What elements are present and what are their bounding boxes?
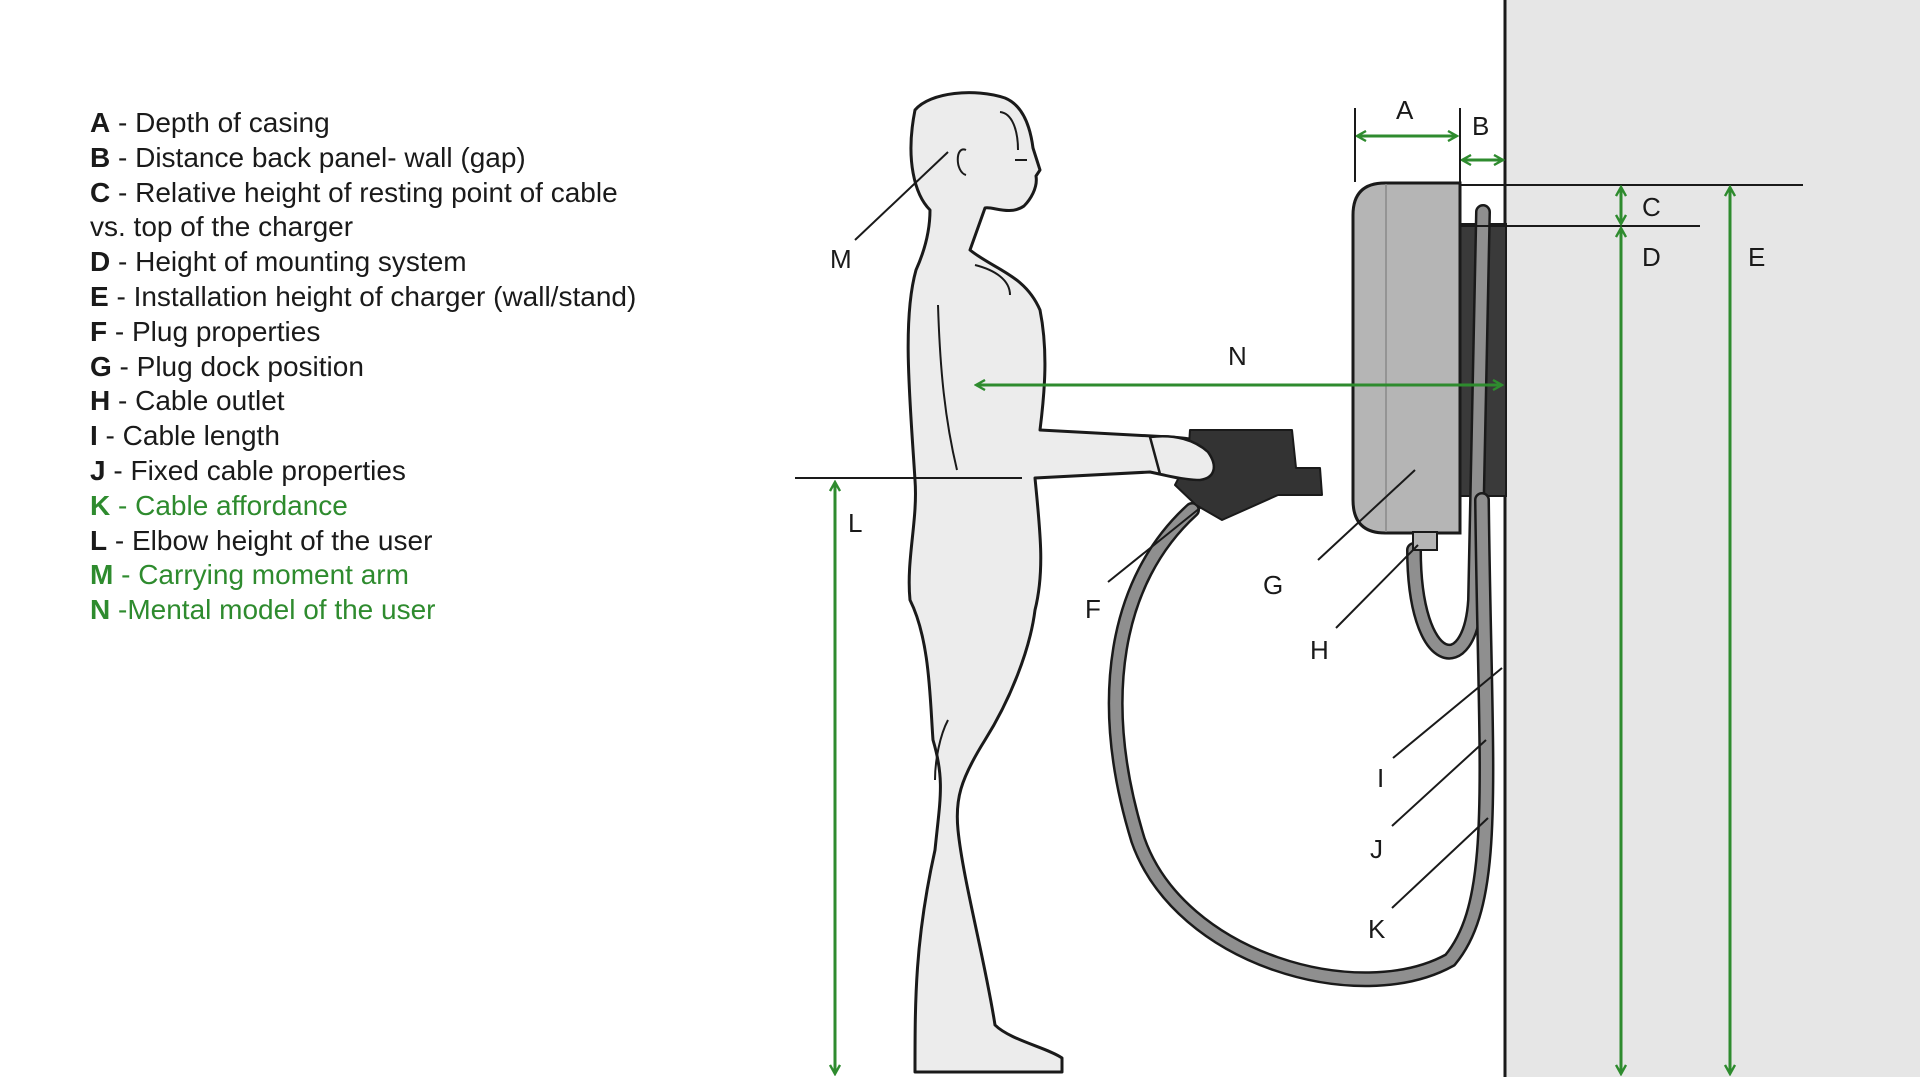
legend-text: - Elbow height of the user	[107, 524, 433, 556]
label-e: E	[1748, 242, 1765, 272]
legend-text: - Distance back panel- wall (gap)	[110, 141, 526, 173]
legend-text: - Fixed cable properties	[105, 454, 406, 486]
person-leg-line	[934, 719, 949, 781]
label-h: H	[1310, 635, 1329, 665]
dimension-arrows	[835, 136, 1730, 1074]
legend-key: B	[90, 141, 111, 173]
legend-item-a: A - Depth of casing	[90, 106, 650, 141]
legend-item-h: H - Cable outlet	[90, 384, 650, 419]
hanging-cable-core	[1110, 494, 1492, 985]
legend-item-g: G - Plug dock position	[90, 350, 650, 385]
leader-lines	[795, 151, 1803, 909]
legend-item-n: N -Mental model of the user	[90, 593, 650, 628]
legend-key: L	[90, 524, 108, 556]
legend-text: - Plug properties	[107, 315, 321, 347]
person-shoulder-line	[974, 264, 1011, 296]
legend-text: -Mental model of the user	[110, 594, 436, 626]
legend-list: A - Depth of casing B - Distance back pa…	[90, 106, 650, 628]
hand	[1148, 435, 1216, 482]
legend-text: - Installation height of charger (wall/s…	[108, 280, 637, 312]
dimension-ticks	[1354, 108, 1461, 182]
wall	[1503, 0, 1920, 1077]
legend-key: G	[90, 350, 112, 382]
label-m: M	[830, 244, 852, 274]
label-n: N	[1228, 341, 1247, 371]
legend-item-e: E - Installation height of charger (wall…	[90, 280, 650, 315]
person-ear	[956, 148, 967, 176]
label-i: I	[1377, 763, 1384, 793]
plug-body	[1174, 429, 1323, 521]
person-body	[906, 91, 1214, 1074]
legend-text: - Plug dock position	[111, 350, 364, 382]
legend-key: J	[90, 454, 106, 486]
legend-key: M	[90, 559, 114, 591]
legend-item-j: J - Fixed cable properties	[90, 454, 650, 489]
legend-item-b: B - Distance back panel- wall (gap)	[90, 141, 650, 176]
legend-key: N	[90, 594, 111, 626]
label-k: K	[1368, 914, 1386, 944]
legend-text: - Relative height of resting point of ca…	[90, 176, 618, 243]
person-arm-line	[937, 304, 958, 471]
legend-key: F	[90, 315, 108, 347]
legend-item-f: F - Plug properties	[90, 315, 650, 350]
hanging-cable	[1107, 492, 1495, 988]
legend-item-i: I - Cable length	[90, 419, 650, 454]
legend-item-l: L - Elbow height of the user	[90, 524, 650, 559]
charger-casing	[1351, 181, 1462, 535]
legend-key: K	[90, 489, 111, 521]
legend-item-m: M - Carrying moment arm	[90, 558, 650, 593]
legend-text: - Cable outlet	[110, 385, 285, 417]
label-c: C	[1642, 192, 1661, 222]
legend-key: E	[90, 280, 109, 312]
label-b: B	[1472, 111, 1489, 141]
label-f: F	[1085, 594, 1101, 624]
label-l: L	[848, 508, 862, 538]
person-hair	[999, 111, 1019, 151]
legend-text: - Depth of casing	[110, 107, 330, 138]
legend-text: - Cable length	[97, 420, 280, 452]
label-d: D	[1642, 242, 1661, 272]
legend-key: I	[90, 420, 98, 452]
legend-key: H	[90, 385, 111, 417]
legend-text: - Carrying moment arm	[113, 559, 409, 591]
legend-item-d: D - Height of mounting system	[90, 245, 650, 280]
resting-cable-core	[1408, 206, 1489, 658]
label-g: G	[1263, 570, 1283, 600]
legend-key: D	[90, 246, 111, 278]
label-a: A	[1396, 95, 1414, 125]
legend-item-c: C - Relative height of resting point of …	[90, 176, 650, 246]
legend-text: - Height of mounting system	[110, 246, 467, 278]
legend-item-k: K - Cable affordance	[90, 489, 650, 524]
cable-outlet	[1412, 531, 1438, 551]
legend-key: A	[90, 107, 111, 138]
label-j: J	[1370, 834, 1383, 864]
legend-text: - Cable affordance	[110, 489, 348, 521]
legend-key: C	[90, 176, 111, 208]
